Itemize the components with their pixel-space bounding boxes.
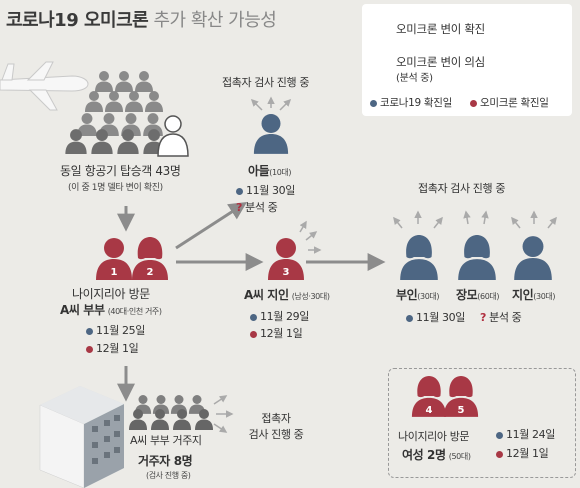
- friend-suspected-icon: [514, 236, 552, 280]
- women-case-box: [388, 368, 576, 478]
- son-testing-label: 접촉자 검사 진행 중: [222, 76, 310, 89]
- family-member-friend: 지인(30대): [512, 288, 556, 302]
- couple-covid-date: 11월 25일: [86, 322, 145, 338]
- delta-case-person-icon: [157, 115, 189, 157]
- family-member-wife: 부인(30대): [396, 288, 440, 302]
- son-covid-date: 11월 30일: [236, 182, 295, 198]
- acquaintance-omicron-date: 12월 1일: [250, 325, 303, 341]
- legend-suspected-note: (분석 중): [396, 73, 433, 84]
- women-name: 여성 2명 (50대): [402, 448, 471, 462]
- residents-note: (검사 진행 중): [146, 471, 191, 480]
- blue-dot-icon: [236, 187, 243, 195]
- women-visit-label: 나이지리아 방문: [398, 430, 470, 443]
- passengers-label: 동일 항공기 탑승객 43명: [60, 164, 181, 178]
- legend-box: 오미크론 변이 확진 오미크론 변이 의심 (분석 중) 코로나19 확진일 오…: [362, 4, 572, 116]
- acquaintance-badge: 3: [283, 267, 290, 278]
- red-dot-icon: [470, 99, 477, 107]
- legend-covid-date: 코로나19 확진일: [370, 95, 452, 110]
- mother-in-law-suspected-icon: [458, 235, 496, 280]
- red-dot-icon: [250, 330, 257, 338]
- blue-dot-icon: [496, 431, 503, 439]
- blue-dot-icon: [250, 313, 257, 321]
- spread-arrows: [213, 96, 557, 433]
- women-covid-date: 11월 24일: [496, 426, 555, 442]
- couple-badge-2: 2: [147, 267, 154, 278]
- legend-suspected-label: 오미크론 변이 의심: [396, 55, 485, 69]
- residents-count: 거주자 8명: [138, 454, 193, 468]
- apartment-building-icon: [39, 386, 124, 488]
- legend-omicron-date: 오미크론 확진일: [470, 95, 549, 110]
- couple-omicron-date: 12월 1일: [86, 340, 139, 356]
- couple-badge-1: 1: [111, 267, 118, 278]
- residents-crowd-icon: [129, 395, 213, 430]
- couple-visit-label: 나이지리아 방문: [72, 287, 150, 301]
- blue-dot-icon: [406, 314, 413, 322]
- couple-confirmed-icon: [96, 237, 168, 280]
- son-name: 아들(10대): [248, 164, 292, 178]
- connector-arrows: [117, 202, 386, 402]
- passengers-note: (이 중 1명 델타 변이 확진): [68, 183, 163, 193]
- women-badge-5: 5: [458, 405, 465, 416]
- page-title: 코로나19 오미크론 추가 확산 가능성: [6, 10, 277, 31]
- acquaintance-name: A씨 지인 (남성·30대): [244, 288, 330, 302]
- family-status: ? 분석 중: [480, 311, 522, 324]
- airplane-icon: [0, 61, 89, 111]
- wife-suspected-icon: [400, 235, 438, 280]
- son-status: ? 분석 중: [236, 201, 278, 214]
- blue-dot-icon: [86, 327, 93, 335]
- women-badge-4: 4: [426, 405, 433, 416]
- residents-location: A씨 부부 거주지: [130, 434, 202, 447]
- family-testing-label: 접촉자 검사 진행 중: [418, 182, 506, 195]
- red-dot-icon: [86, 345, 93, 353]
- family-covid-date: 11월 30일: [406, 309, 465, 325]
- legend-confirmed-label: 오미크론 변이 확진: [396, 22, 485, 36]
- acquaintance-covid-date: 11월 29일: [250, 308, 309, 324]
- couple-name: A씨 부부 (40대·인천 거주): [60, 303, 162, 317]
- blue-dot-icon: [370, 99, 377, 107]
- red-dot-icon: [496, 450, 503, 458]
- women-omicron-date: 12월 1일: [496, 445, 549, 461]
- family-member-mother-in-law: 장모(60대): [456, 288, 500, 302]
- son-suspected-icon: [253, 114, 289, 154]
